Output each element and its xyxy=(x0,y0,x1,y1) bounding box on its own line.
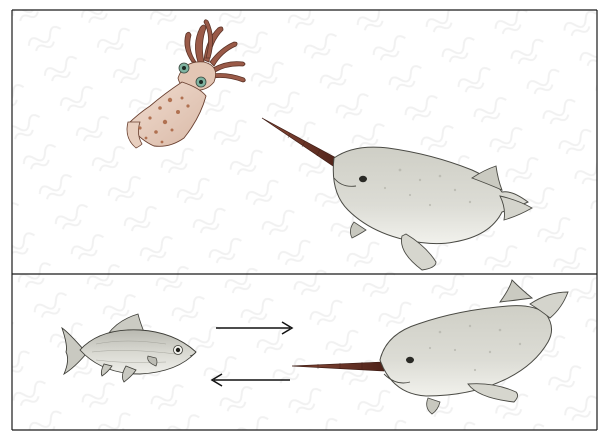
food-web-diagram xyxy=(0,0,603,437)
